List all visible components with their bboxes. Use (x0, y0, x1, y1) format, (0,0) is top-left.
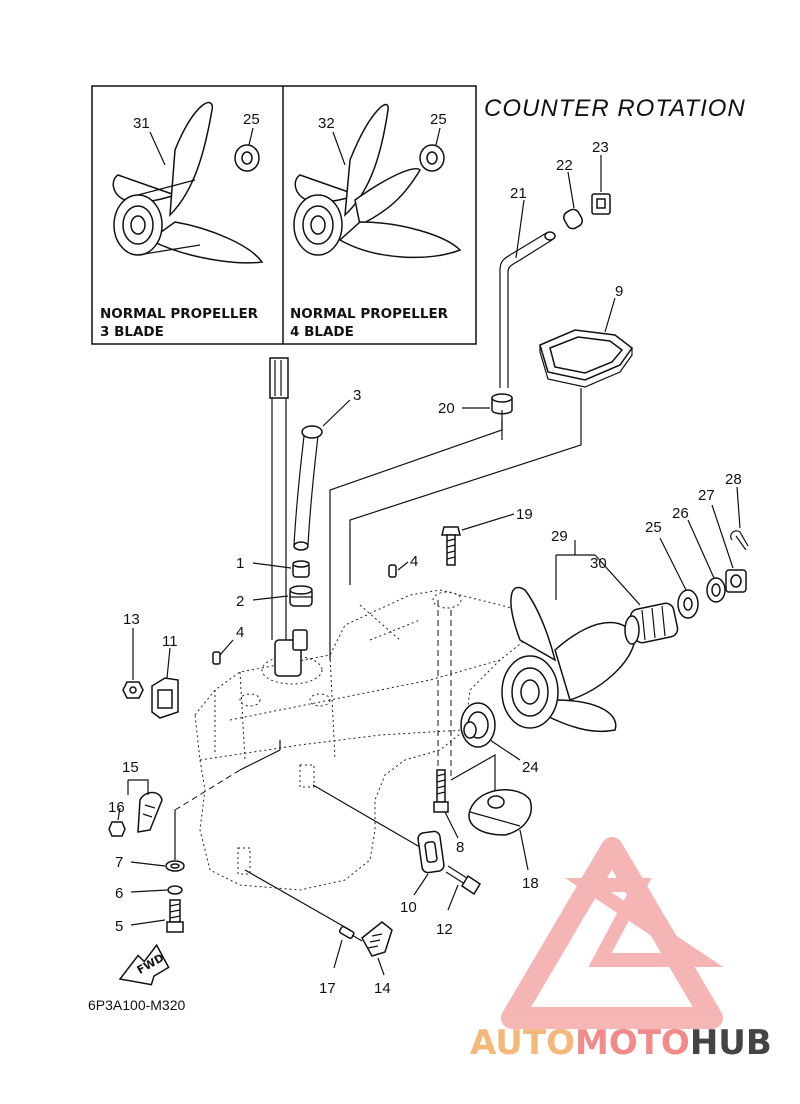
inset1-caption-line1: NORMAL PROPELLER (100, 306, 259, 322)
propeller-inset-box (91, 85, 477, 345)
washer-25 (677, 589, 699, 619)
callout-11: 11 (162, 633, 178, 650)
clip-15 (137, 791, 163, 833)
watermark-part1: AUTO (470, 1023, 575, 1063)
gasket-9 (539, 329, 634, 388)
propeller-4-blade-illustration (293, 103, 462, 259)
bolt-19 (441, 526, 461, 566)
seal-2 (289, 585, 313, 607)
thrust-washer-25-inset2 (419, 144, 445, 172)
nut-13 (122, 681, 144, 699)
callout-19: 19 (516, 506, 533, 523)
forward-direction-arrow: FWD (118, 943, 170, 986)
inset2-caption-line2: 4 BLADE (290, 324, 354, 340)
dowel-pin-4-lower (212, 651, 221, 665)
diagram-title: COUNTER ROTATION (484, 95, 746, 122)
callout-5: 5 (115, 918, 123, 935)
callout-18: 18 (522, 875, 539, 892)
cotter-pin-28 (730, 530, 749, 551)
washer-7 (165, 860, 185, 872)
propeller-29 (501, 586, 636, 733)
trim-tab-18 (468, 789, 532, 836)
callout-26: 26 (672, 505, 689, 522)
anode-14 (361, 921, 393, 957)
dowel-pin-4-upper (388, 564, 397, 578)
propeller-3-blade-illustration (112, 101, 264, 264)
clip-11 (151, 677, 179, 719)
callout-27: 27 (698, 487, 715, 504)
callout-28: 28 (725, 471, 742, 488)
callout-25-inset1: 25 (243, 111, 260, 128)
callout-20: 20 (438, 400, 455, 417)
callout-14: 14 (374, 980, 391, 997)
callout-12: 12 (436, 921, 453, 938)
bolt-8 (433, 769, 449, 813)
callout-4-lower: 4 (236, 624, 244, 641)
watermark-part3: HUB (690, 1023, 772, 1063)
callout-29: 29 (551, 528, 568, 545)
callout-6: 6 (115, 885, 123, 902)
cover-24 (460, 702, 496, 748)
callout-30: 30 (590, 555, 607, 572)
callout-13: 13 (123, 611, 140, 628)
callout-1: 1 (236, 555, 244, 572)
washer-6 (167, 885, 183, 895)
watermark-part2: MOTO (575, 1023, 690, 1063)
drive-shaft-bearing-housing (274, 629, 308, 677)
lower-case-housing (194, 589, 526, 891)
water-tube-3 (293, 425, 323, 551)
watermark-text: AUTOMOTOHUB (470, 1023, 772, 1063)
callout-21: 21 (510, 185, 527, 202)
inset1-caption-line2: 3 BLADE (100, 324, 164, 340)
anode-10 (417, 830, 445, 874)
callout-25-inset2: 25 (430, 111, 447, 128)
drive-shaft (269, 357, 289, 640)
callout-17: 17 (319, 980, 336, 997)
screw-17 (338, 925, 363, 942)
callout-24: 24 (522, 759, 539, 776)
watermark-logo (501, 837, 724, 1029)
grommet-20 (491, 393, 513, 440)
castle-nut-27 (725, 569, 747, 593)
bolt-12 (445, 865, 482, 896)
washer-26 (706, 577, 726, 603)
clip-23 (591, 193, 611, 215)
callout-2: 2 (236, 593, 244, 610)
callout-16: 16 (108, 799, 125, 816)
callout-15: 15 (122, 759, 139, 776)
callout-31: 31 (133, 115, 150, 132)
callout-23: 23 (592, 139, 609, 156)
callout-10: 10 (400, 899, 417, 916)
inset2-caption-line1: NORMAL PROPELLER (290, 306, 449, 322)
callout-8: 8 (456, 839, 464, 856)
grommet-1 (292, 560, 310, 578)
thrust-washer-25-inset1 (234, 144, 260, 172)
bolt-5 (166, 899, 184, 933)
callout-22: 22 (556, 157, 573, 174)
grommet-22 (563, 208, 583, 230)
diagram-code: 6P3A100-M320 (88, 997, 186, 1013)
callout-4-upper: 4 (410, 553, 418, 570)
callout-32: 32 (318, 115, 335, 132)
callout-25: 25 (645, 519, 662, 536)
callout-9: 9 (615, 283, 623, 300)
spacer-30 (624, 602, 679, 645)
callout-7: 7 (115, 854, 123, 871)
water-pipe-21 (499, 231, 556, 388)
nut-16 (108, 821, 126, 837)
callout-3: 3 (353, 387, 361, 404)
